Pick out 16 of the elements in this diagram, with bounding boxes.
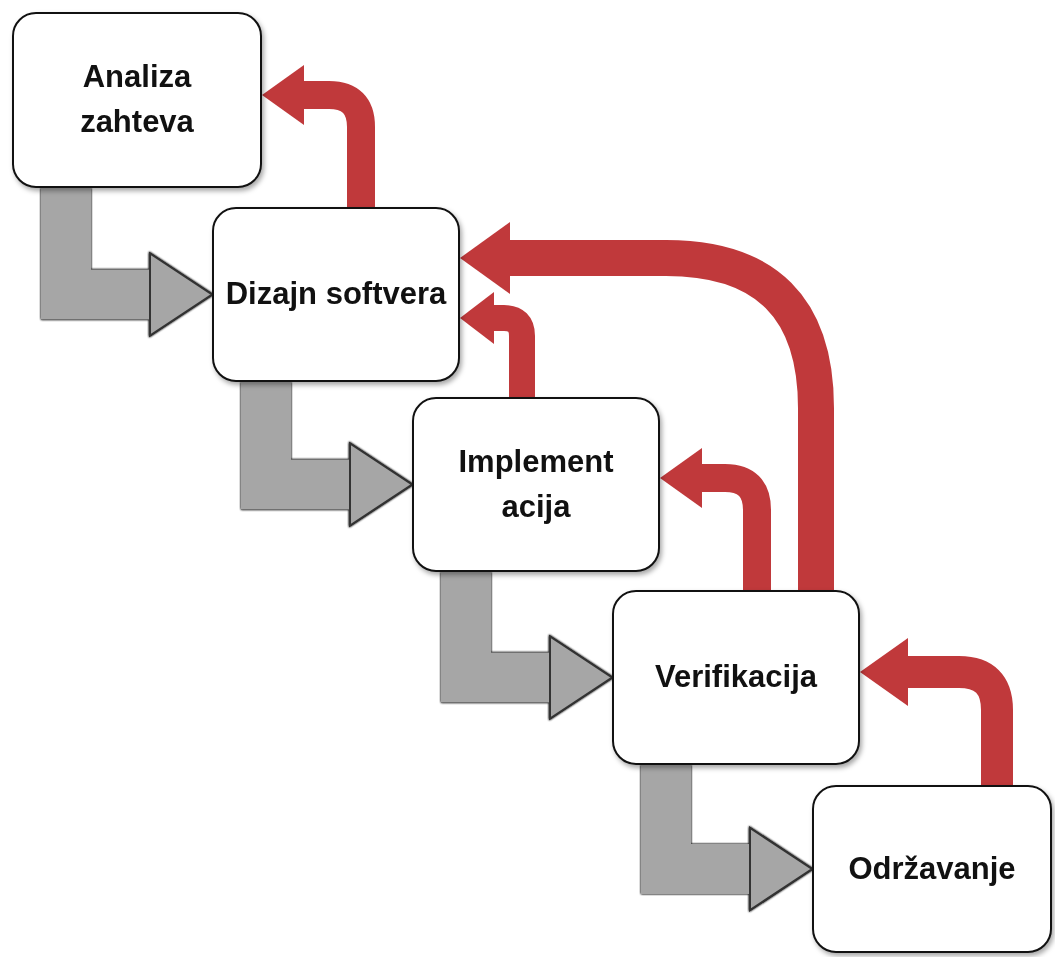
step-label: Implement acija xyxy=(457,442,615,526)
step-label: Dizajn softvera xyxy=(225,275,447,314)
process-box xyxy=(612,590,860,765)
step-label: Analiza zahteva xyxy=(79,58,195,141)
step-label: Održavanje xyxy=(848,849,1016,888)
block-arrow xyxy=(241,382,413,527)
block-arrow xyxy=(441,572,613,720)
process-box xyxy=(812,785,1052,953)
process-box xyxy=(212,207,460,382)
process-box xyxy=(12,12,262,188)
step-label: Verifikacija xyxy=(655,658,817,697)
block-arrow xyxy=(41,188,213,337)
process-box xyxy=(412,397,660,572)
feedback-arrow xyxy=(460,292,535,397)
feedback-arrow xyxy=(460,222,834,590)
block-arrow xyxy=(641,765,813,911)
